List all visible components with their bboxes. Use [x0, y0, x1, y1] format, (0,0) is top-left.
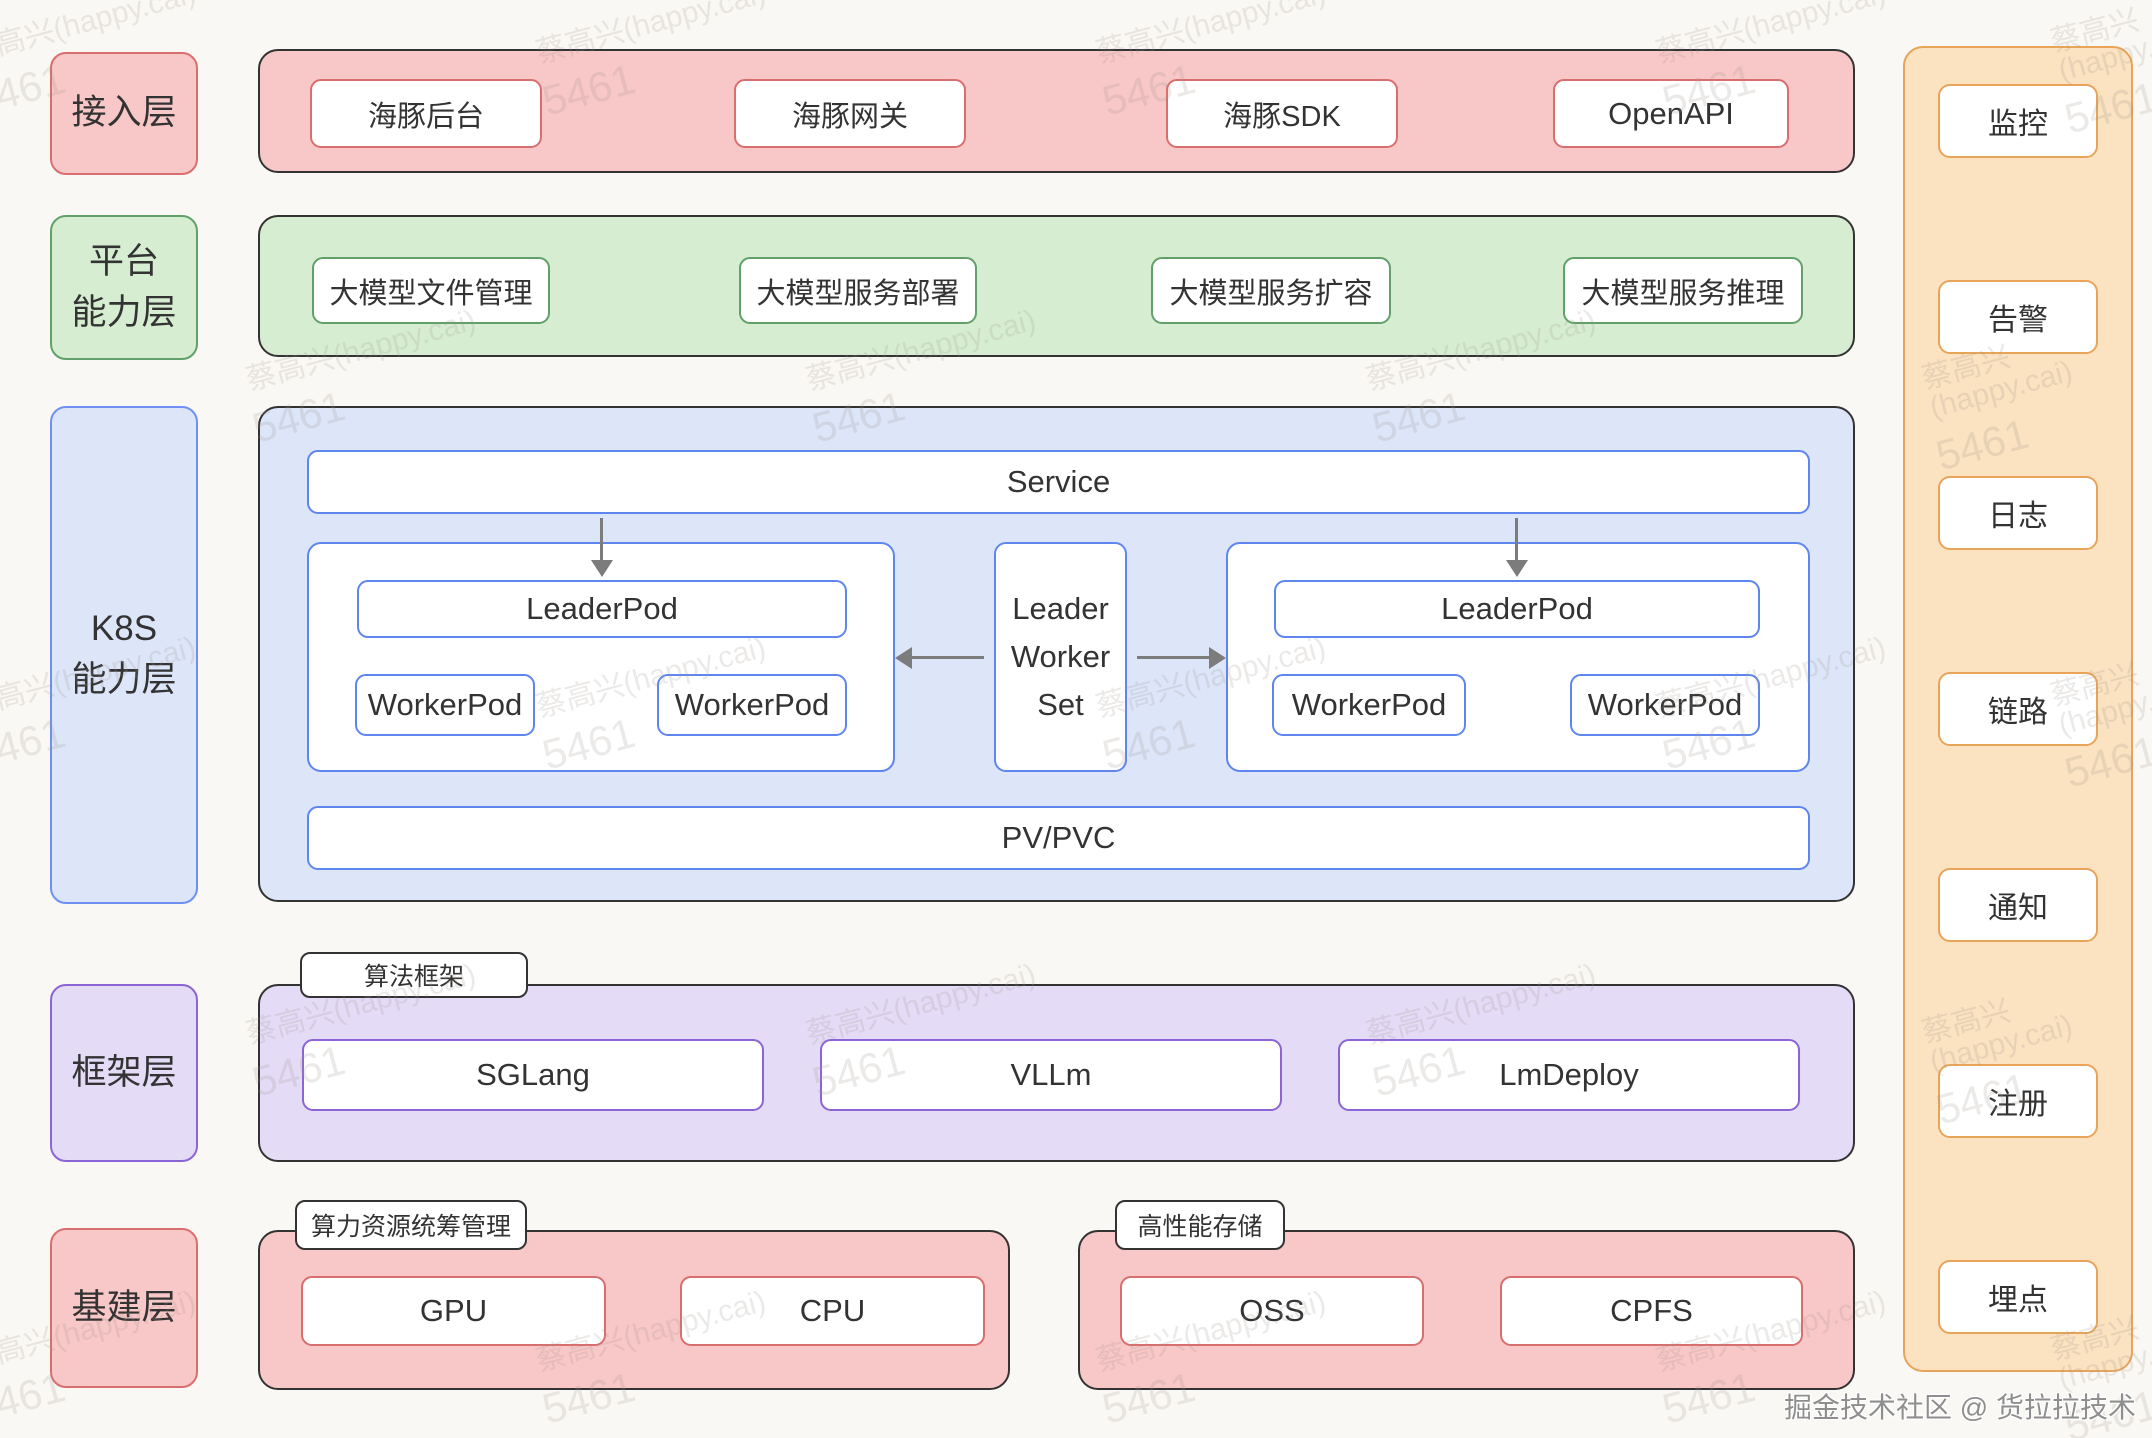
platform-container: 大模型文件管理 大模型服务部署 大模型服务扩容 大模型服务推理	[258, 215, 1855, 357]
layer-label-k8s-line2: 能力层	[71, 660, 177, 699]
platform-item-label: 大模型服务扩容	[1169, 277, 1373, 310]
service-bar: Service	[307, 450, 1810, 514]
infra-storage-container: OSS CPFS	[1078, 1230, 1855, 1390]
right-arrow-icon	[1137, 656, 1209, 659]
sidebar-item-monitoring: 监控	[1938, 84, 2098, 158]
sidebar-item-tracing: 链路	[1938, 672, 2098, 746]
platform-item-label: 大模型服务推理	[1581, 277, 1785, 310]
access-item-sdk: 海豚SDK	[1166, 79, 1398, 148]
sidebar-item-tracking: 埋点	[1938, 1260, 2098, 1334]
framework-tab: 算法框架	[300, 952, 528, 998]
platform-item-file-mgmt: 大模型文件管理	[312, 257, 550, 324]
framework-item-label: SGLang	[476, 1057, 590, 1092]
cpu-box: CPU	[680, 1276, 985, 1346]
leaderpod-label: LeaderPod	[1441, 591, 1593, 626]
sidebar-item-registry: 注册	[1938, 1064, 2098, 1138]
cpu-label: CPU	[799, 1293, 866, 1328]
platform-item-scale: 大模型服务扩容	[1151, 257, 1391, 324]
workerpod-box: WorkerPod	[657, 674, 847, 736]
leader-worker-set-box: Leader Worker Set	[994, 542, 1127, 772]
sidebar-item-label: 链路	[1988, 696, 2048, 729]
sidebar-item-label: 监控	[1988, 108, 2048, 141]
down-arrow-icon	[600, 518, 603, 560]
layer-label-platform-line1: 平台	[88, 241, 159, 281]
framework-item-label: LmDeploy	[1499, 1057, 1639, 1092]
infra-storage-tab-label: 高性能存储	[1137, 1213, 1263, 1241]
platform-item-label: 大模型服务部署	[756, 277, 960, 310]
oss-box: OSS	[1120, 1276, 1424, 1346]
sidebar: 监控 告警 日志 链路 通知 注册 埋点	[1903, 46, 2133, 1372]
pod-group-right: LeaderPod WorkerPod WorkerPod	[1226, 542, 1810, 772]
workerpod-label: WorkerPod	[367, 687, 523, 722]
cpfs-box: CPFS	[1500, 1276, 1803, 1346]
lws-line: Leader	[1012, 590, 1109, 626]
sidebar-item-label: 告警	[1988, 304, 2048, 337]
workerpod-label: WorkerPod	[674, 687, 830, 722]
framework-container: SGLang VLLm LmDeploy	[258, 984, 1855, 1162]
framework-item-vllm: VLLm	[820, 1039, 1282, 1111]
pod-group-left: LeaderPod WorkerPod WorkerPod	[307, 542, 895, 772]
gpu-label: GPU	[419, 1293, 488, 1328]
leaderpod-label: LeaderPod	[526, 591, 678, 626]
framework-item-lmdeploy: LmDeploy	[1338, 1039, 1800, 1111]
access-container: 海豚后台 海豚网关 海豚SDK OpenAPI	[258, 49, 1855, 173]
access-item-backend: 海豚后台	[310, 79, 542, 148]
sidebar-item-alerting: 告警	[1938, 280, 2098, 354]
access-item-label: 海豚网关	[791, 100, 908, 133]
workerpod-box: WorkerPod	[355, 674, 535, 736]
oss-label: OSS	[1239, 1293, 1305, 1328]
workerpod-label: WorkerPod	[1291, 687, 1447, 722]
workerpod-box: WorkerPod	[1272, 674, 1466, 736]
left-arrow-icon	[912, 656, 984, 659]
layer-label-k8s: K8S 能力层	[50, 406, 198, 904]
leaderpod-box: LeaderPod	[357, 580, 847, 638]
layer-label-framework-text: 框架层	[71, 1052, 177, 1092]
framework-item-sglang: SGLang	[302, 1039, 764, 1111]
framework-tab-label: 算法框架	[363, 963, 464, 991]
lws-line: Worker	[1010, 638, 1111, 674]
framework-item-label: VLLm	[1010, 1057, 1092, 1092]
sidebar-item-label: 日志	[1988, 500, 2048, 533]
sidebar-item-logs: 日志	[1938, 476, 2098, 550]
infra-compute-container: GPU CPU	[258, 1230, 1010, 1390]
layer-label-platform-line2: 能力层	[71, 292, 177, 332]
sidebar-item-label: 通知	[1988, 892, 2048, 925]
k8s-container: Service LeaderPod WorkerPod WorkerPod Le…	[258, 406, 1855, 902]
layer-label-access: 接入层	[50, 52, 198, 175]
service-label: Service	[1006, 464, 1111, 499]
access-item-gateway: 海豚网关	[734, 79, 966, 148]
layer-label-k8s-line1: K8S	[90, 609, 158, 649]
cpfs-label: CPFS	[1610, 1293, 1693, 1328]
access-item-openapi: OpenAPI	[1553, 79, 1789, 148]
pv-pvc-label: PV/PVC	[1001, 820, 1116, 855]
access-item-label: OpenAPI	[1608, 95, 1734, 131]
workerpod-box: WorkerPod	[1570, 674, 1760, 736]
layer-label-platform: 平台 能力层	[50, 215, 198, 360]
workerpod-label: WorkerPod	[1587, 687, 1743, 722]
platform-item-deploy: 大模型服务部署	[739, 257, 977, 324]
gpu-box: GPU	[301, 1276, 606, 1346]
pv-pvc-bar: PV/PVC	[307, 806, 1810, 870]
down-arrow-icon	[1515, 518, 1518, 560]
lws-line: Set	[1037, 687, 1084, 723]
sidebar-item-notification: 通知	[1938, 868, 2098, 942]
sidebar-item-label: 注册	[1988, 1088, 2048, 1121]
infra-compute-tab-label: 算力资源统筹管理	[310, 1213, 511, 1241]
sidebar-item-label: 埋点	[1988, 1284, 2048, 1317]
infra-storage-tab: 高性能存储	[1115, 1200, 1285, 1250]
infra-compute-tab: 算力资源统筹管理	[295, 1200, 527, 1250]
leaderpod-box: LeaderPod	[1274, 580, 1760, 638]
layer-label-access-text: 接入层	[71, 93, 177, 133]
platform-item-inference: 大模型服务推理	[1563, 257, 1803, 324]
layer-label-infra: 基建层	[50, 1228, 198, 1388]
platform-item-label: 大模型文件管理	[329, 277, 533, 310]
access-item-label: 海豚SDK	[1223, 100, 1341, 133]
footer-watermark: 掘金技术社区 @ 货拉拉技术	[1784, 1392, 2136, 1423]
layer-label-infra-text: 基建层	[71, 1287, 177, 1327]
access-item-label: 海豚后台	[367, 100, 484, 133]
layer-label-framework: 框架层	[50, 984, 198, 1162]
